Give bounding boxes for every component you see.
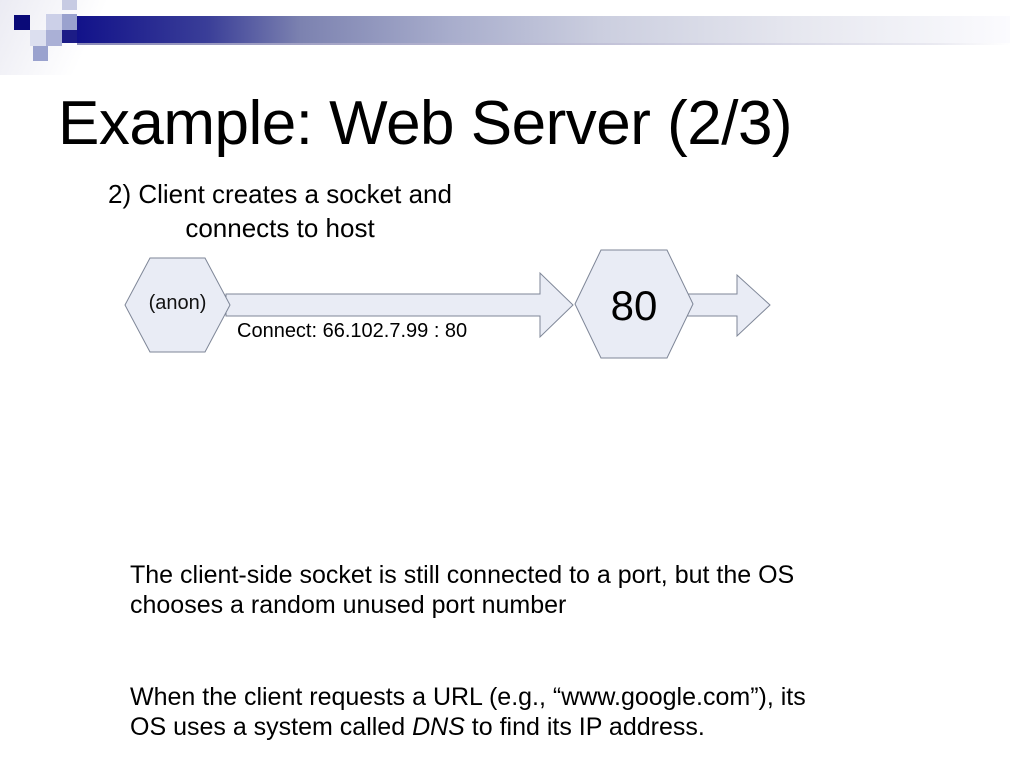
subtitle-line-2: connects to host xyxy=(185,213,375,243)
deco-square xyxy=(46,14,62,30)
paragraph2-dns-term: DNS xyxy=(412,713,465,741)
deco-square xyxy=(62,0,77,10)
outgoing-arrow-shape xyxy=(684,273,771,338)
deco-square xyxy=(62,14,77,30)
server-port-label: 80 xyxy=(610,282,658,329)
paragraph2-suffix: to find its IP address. xyxy=(464,713,705,741)
connect-annotation: Connect: 66.102.7.99 : 80 xyxy=(237,320,468,342)
deco-square xyxy=(46,30,62,46)
slide-title: Example: Web Server (2/3) xyxy=(58,89,793,158)
subtitle-line-1: 2) Client creates a socket and xyxy=(108,179,452,209)
slide-subtitle: 2) Client creates a socket and connects … xyxy=(88,177,472,245)
header-bar-underline xyxy=(77,43,1010,45)
paragraph2-prefix: When the client requests a URL (e.g., “w… xyxy=(130,683,806,741)
header-gradient-bar xyxy=(77,16,1010,43)
deco-square xyxy=(14,15,30,30)
deco-square xyxy=(62,30,77,43)
deco-square xyxy=(30,30,46,46)
body-paragraph-1: The client-side socket is still connecte… xyxy=(130,561,795,619)
deco-square xyxy=(33,46,48,61)
body-paragraph-2: When the client requests a URL (e.g., “w… xyxy=(130,682,860,742)
client-socket-label: (anon) xyxy=(148,292,207,314)
